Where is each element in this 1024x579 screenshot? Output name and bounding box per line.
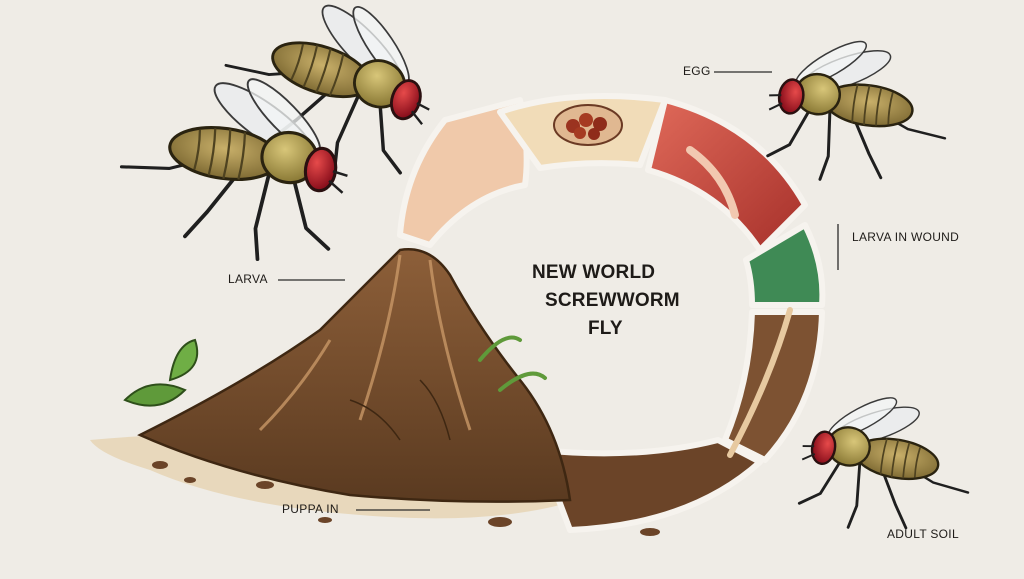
segment-wound <box>645 97 808 253</box>
fly-icon <box>757 21 960 198</box>
label-egg: EGG <box>683 64 711 78</box>
segment-tissue <box>743 222 826 308</box>
egg-cluster-icon <box>553 104 623 146</box>
segment-soil-bottom <box>537 437 763 533</box>
label-adult-soil: ADULT SOIL <box>887 527 959 541</box>
soil-root <box>727 307 793 458</box>
fly-icon <box>788 376 985 549</box>
diagram-title-line-1: NEW WORLD <box>532 262 656 283</box>
wound-larva <box>686 146 739 219</box>
lifecycle-ring <box>397 93 826 533</box>
dirt-mound-icon <box>137 248 572 503</box>
leaf-icon <box>123 335 547 407</box>
label-larva-in-wound: LARVA IN WOUND <box>852 230 960 244</box>
label-larva: LARVA <box>228 272 268 286</box>
diagram-title-line-3: FLY <box>588 318 623 339</box>
diagram-title-line-2: SCREWWORM <box>545 290 680 311</box>
callout-lines <box>278 71 839 511</box>
label-pupa-in: PUPPA IN <box>282 502 339 516</box>
soil-pebbles <box>152 461 660 536</box>
